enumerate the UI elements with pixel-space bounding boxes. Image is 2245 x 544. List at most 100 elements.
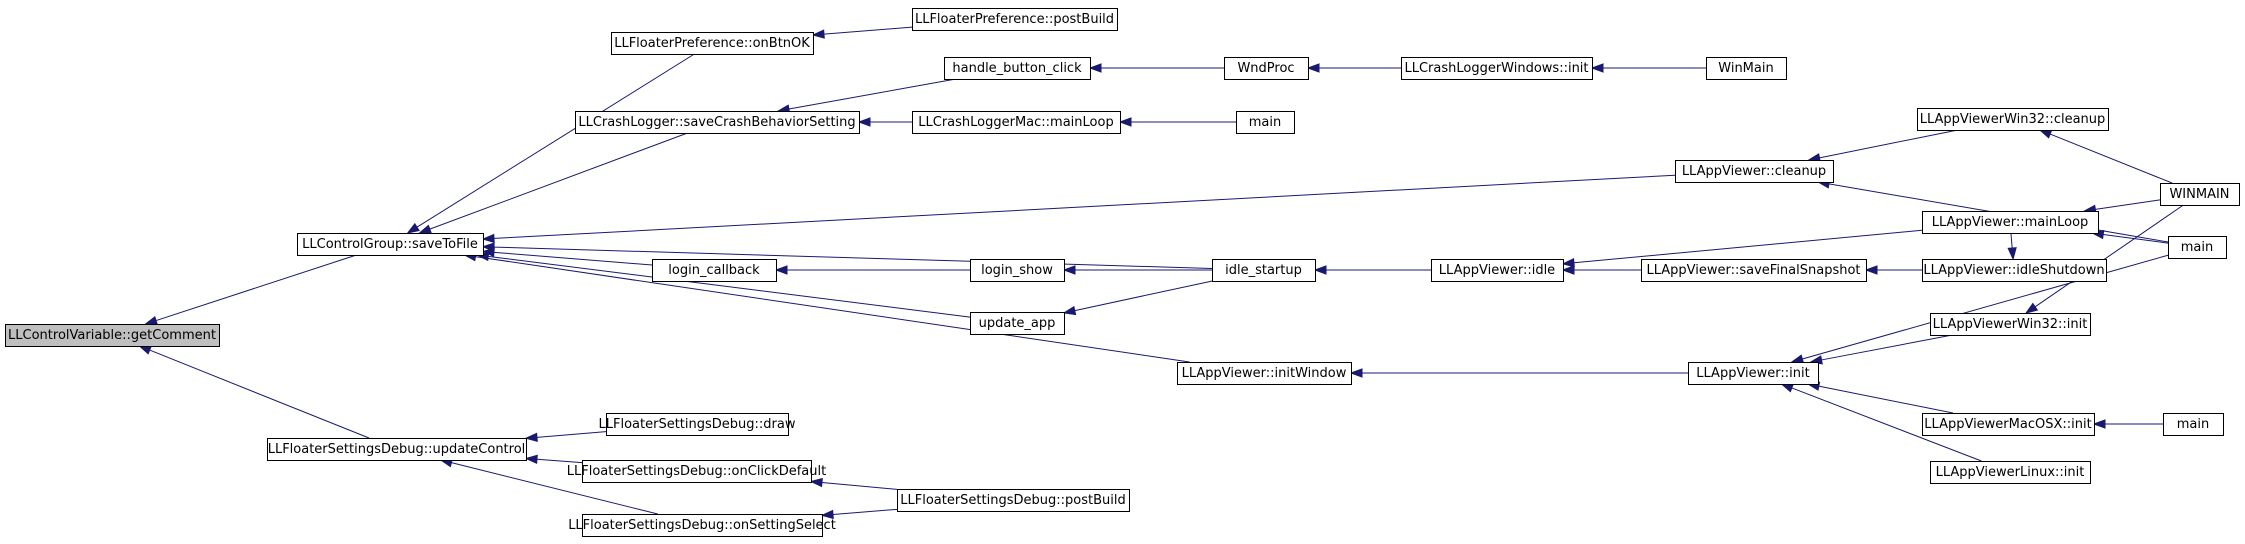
node-win-main[interactable]: WINMAIN	[2160, 183, 2240, 206]
node-box	[897, 489, 1130, 512]
node-label: LLFloaterPreference::onBtnOK	[614, 36, 810, 51]
edge-fsd-post-build-to-fsd-setting-select	[820, 508, 898, 520]
node-fsd-post-build[interactable]: LLFloaterSettingsDebug::postBuild	[897, 489, 1130, 512]
node-box	[1401, 57, 1593, 80]
node-box	[1641, 259, 1867, 282]
edge-login-show-to-login-callback	[774, 265, 970, 275]
edge-save-crash-to-save-to-file	[418, 132, 688, 234]
node-crash-mac-loop[interactable]: LLCrashLoggerMac::mainLoop	[912, 111, 1121, 134]
edge-line	[451, 462, 658, 515]
node-box	[1917, 108, 2109, 131]
arrowhead-icon	[1306, 63, 1320, 73]
node-fsd-draw[interactable]: LLFloaterSettingsDebug::draw	[599, 413, 796, 436]
edge-line	[1074, 280, 1213, 312]
node-on-btn-ok[interactable]: LLFloaterPreference::onBtnOK	[611, 32, 814, 55]
node-idle-startup[interactable]: idle_startup	[1212, 259, 1316, 282]
arrowhead-icon	[809, 477, 823, 488]
node-label: login_callback	[668, 263, 760, 278]
node-box	[1177, 362, 1352, 385]
node-fsd-setting-select[interactable]: LLFloaterSettingsDebug::onSettingSelect	[568, 514, 836, 537]
node-av-win32-init[interactable]: LLAppViewerWin32::init	[1930, 313, 2091, 336]
node-av-mac-init[interactable]: LLAppViewerMacOSX::init	[1922, 413, 2095, 436]
node-box	[1236, 111, 1295, 134]
node-av-cleanup[interactable]: LLAppViewer::cleanup	[1675, 160, 1834, 183]
edge-line	[1802, 254, 2169, 360]
edge-line	[821, 481, 898, 490]
arrowhead-icon	[2038, 129, 2053, 139]
node-label: WinMain	[1718, 61, 1773, 76]
node-wnd-proc[interactable]: WndProc	[1224, 57, 1309, 80]
node-label: LLAppViewer::cleanup	[1682, 164, 1826, 179]
node-login-show[interactable]: login_show	[970, 259, 1065, 282]
node-box	[611, 32, 814, 55]
node-label: LLFloaterSettingsDebug::postBuild	[900, 493, 1125, 508]
node-main-a[interactable]: main	[1236, 111, 1295, 134]
node-save-crash[interactable]: LLCrashLogger::saveCrashBehaviorSetting	[575, 111, 860, 134]
node-label: LLControlGroup::saveToFile	[302, 237, 478, 252]
node-box	[575, 111, 860, 134]
edge-idle-startup-to-update-app	[1062, 280, 1213, 316]
node-crash-win-init[interactable]: LLCrashLoggerWindows::init	[1401, 57, 1593, 80]
node-main-c[interactable]: main	[2163, 413, 2224, 436]
node-box	[2168, 236, 2227, 259]
node-label: LLAppViewer::idle	[1439, 263, 1555, 278]
arrowhead-icon	[1062, 265, 1076, 275]
edge-idle-startup-to-save-to-file	[481, 242, 1213, 269]
node-handle-button[interactable]: handle_button_click	[944, 57, 1091, 80]
edge-line	[1819, 129, 1958, 159]
arrowhead-icon	[1561, 258, 1575, 268]
edge-main-c-to-av-mac-init	[2092, 419, 2163, 429]
node-av-init[interactable]: LLAppViewer::init	[1688, 362, 1819, 385]
node-get-comment[interactable]: LLControlVariable::getComment	[5, 324, 220, 347]
node-av-main-loop[interactable]: LLAppViewer::mainLoop	[1922, 211, 2099, 234]
node-label: LLCrashLoggerMac::mainLoop	[918, 115, 1113, 130]
node-init-window[interactable]: LLAppViewer::initWindow	[1177, 362, 1352, 385]
edge-av-main-loop-to-av-idle-shutdown	[2007, 232, 2017, 261]
arrowhead-icon	[2092, 419, 2106, 429]
node-av-idle[interactable]: LLAppViewer::idle	[1431, 259, 1564, 282]
node-win-main-small[interactable]: WinMain	[1706, 57, 1787, 80]
node-label: LLAppViewerWin32::init	[1933, 317, 2088, 332]
node-login-callback[interactable]: login_callback	[652, 259, 777, 282]
node-label: LLCrashLogger::saveCrashBehaviorSetting	[578, 115, 855, 130]
arrowhead-icon	[144, 315, 159, 325]
node-label: LLAppViewer::idleShutdown	[1923, 263, 2104, 278]
node-box	[1224, 57, 1309, 80]
node-av-win32-cleanup[interactable]: LLAppViewerWin32::cleanup	[1917, 108, 2109, 131]
node-label: login_show	[981, 263, 1053, 278]
node-label: WINMAIN	[2169, 187, 2229, 202]
arrowhead-icon	[820, 509, 834, 520]
node-label: idle_startup	[1225, 263, 1302, 278]
node-label: LLAppViewer::mainLoop	[1932, 215, 2089, 230]
node-av-linux-init[interactable]: LLAppViewerLinux::init	[1930, 461, 2091, 484]
arrowhead-icon	[811, 29, 825, 39]
arrowhead-icon	[418, 224, 432, 234]
edge-av-init-to-init-window	[1349, 368, 1688, 378]
node-update-control[interactable]: LLFloaterSettingsDebug::updateControl	[267, 438, 527, 461]
node-save-to-file[interactable]: LLControlGroup::saveToFile	[297, 233, 484, 256]
edge-line	[493, 174, 1676, 239]
arrowhead-icon	[406, 222, 420, 234]
arrowhead-icon	[1790, 354, 1805, 364]
edge-fsd-draw-to-update-control	[524, 431, 607, 442]
node-box	[1930, 461, 2091, 484]
edge-main-a-to-crash-mac-loop	[1118, 117, 1236, 127]
node-box	[1212, 259, 1316, 282]
edge-line	[536, 431, 607, 438]
edge-av-cleanup-to-save-to-file	[481, 174, 1676, 244]
edge-line	[2095, 199, 2161, 210]
edge-save-to-file-to-get-comment	[144, 254, 357, 325]
node-av-idle-shutdown[interactable]: LLAppViewer::idleShutdown	[1922, 259, 2107, 282]
edge-line	[155, 254, 357, 322]
edge-fsd-click-default-to-update-control	[524, 454, 583, 465]
node-main-b[interactable]: main	[2168, 236, 2227, 259]
node-fsd-click-default[interactable]: LLFloaterSettingsDebug::onClickDefault	[567, 460, 826, 483]
node-label: LLAppViewerMacOSX::init	[1924, 417, 2091, 432]
node-update-app[interactable]: update_app	[970, 312, 1065, 335]
node-av-save-final[interactable]: LLAppViewer::saveFinalSnapshot	[1641, 259, 1867, 282]
node-pref-post-build[interactable]: LLFloaterPreference::postBuild	[912, 8, 1118, 31]
edge-line	[832, 508, 898, 515]
node-box	[970, 312, 1065, 335]
edge-fsd-post-build-to-fsd-click-default	[809, 477, 898, 490]
node-box	[1922, 413, 2095, 436]
